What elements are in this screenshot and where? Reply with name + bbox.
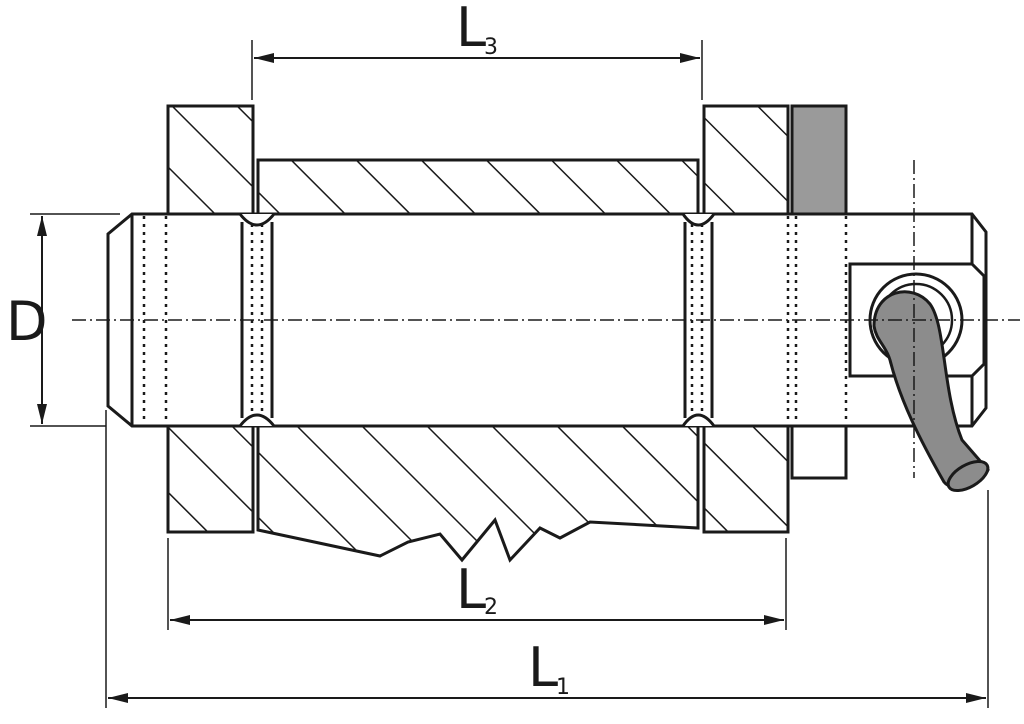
label-l3-main: L (456, 0, 486, 59)
label-l1: L 1 (528, 636, 570, 700)
label-l2-main: L (456, 558, 486, 621)
left-bracket (166, 104, 255, 534)
label-l2: L 2 (456, 558, 498, 621)
label-l1-sub: 1 (556, 675, 570, 700)
extension-lines (30, 40, 989, 708)
label-l1-main: L (528, 636, 558, 699)
right-bracket (702, 104, 790, 534)
label-l3-sub: 3 (484, 35, 498, 60)
locking-plate (790, 104, 848, 480)
center-lines (72, 160, 1020, 478)
left-groove (238, 213, 276, 427)
label-l3: L 3 (456, 0, 498, 60)
center-part (256, 158, 700, 563)
cable (872, 290, 990, 493)
label-l2-sub: 2 (484, 595, 498, 620)
label-d: D (6, 290, 48, 353)
